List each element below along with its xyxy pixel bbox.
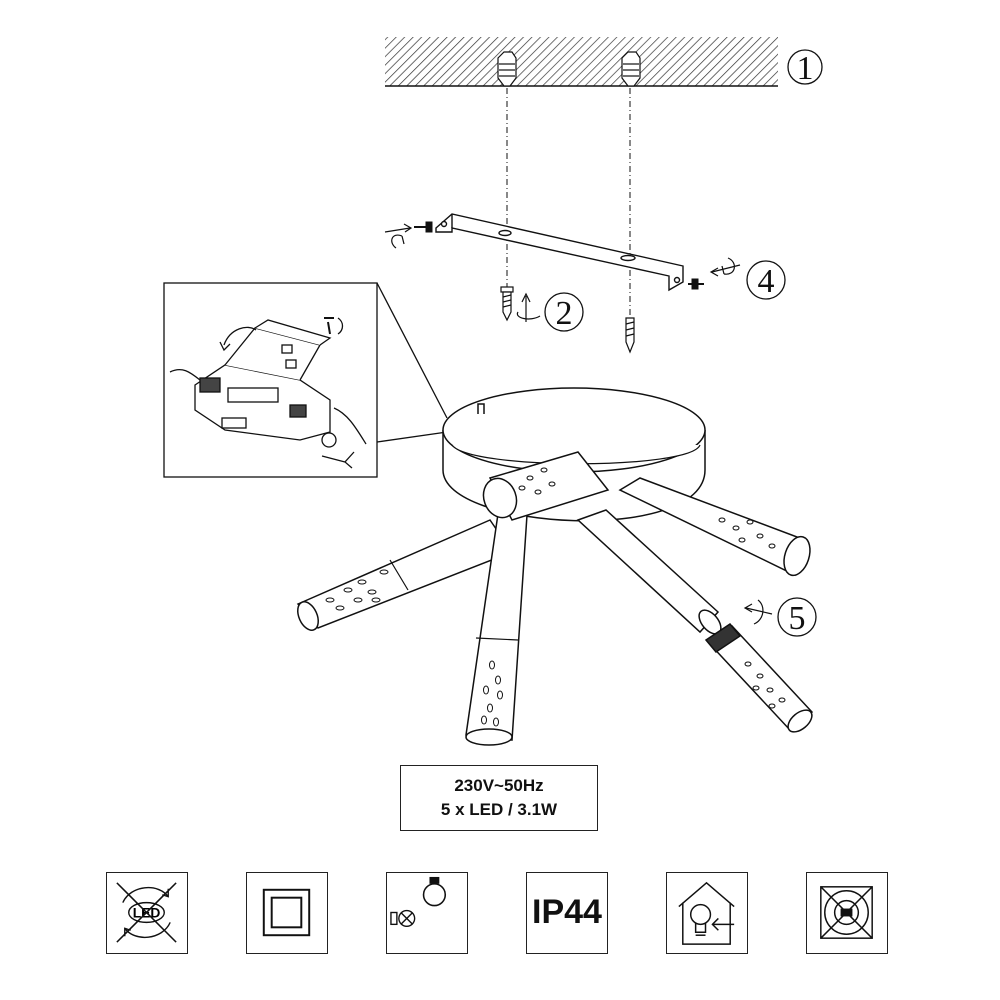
led-not-replaceable-icon: LED <box>116 882 177 943</box>
rotate-arrow-screw <box>516 292 541 322</box>
rotate-arrow-left <box>384 223 413 249</box>
protection-class-ii-icon <box>262 888 311 937</box>
mounting-bracket <box>435 213 684 292</box>
wall-plug-left <box>497 51 517 87</box>
svg-text:4: 4 <box>758 263 775 300</box>
indoor-use-icon <box>678 881 735 945</box>
ceiling <box>385 37 778 87</box>
svg-text:5: 5 <box>789 600 806 637</box>
ip-rating-label: IP44 <box>532 893 602 931</box>
no-dimmer-icon <box>806 872 888 954</box>
lamp-arm-center <box>465 499 529 746</box>
ip-rating-icon: IP44 <box>526 872 608 954</box>
ceiling-screw-left <box>500 286 514 322</box>
wiring-detail-inset <box>163 282 448 478</box>
step-2: 2 <box>544 292 584 332</box>
alignment-guides <box>506 88 631 318</box>
ceiling-screw-right <box>625 317 635 354</box>
lamp-arm-left <box>296 519 514 631</box>
svg-text:1: 1 <box>797 50 814 87</box>
spec-voltage: 230V~50Hz <box>454 776 544 795</box>
indoor-use-icon <box>666 872 748 954</box>
bracket-screw-right <box>688 278 704 290</box>
step-1: 1 <box>787 49 823 87</box>
led-not-replaceable-icon: LED <box>106 872 188 954</box>
lamp-arm-lower-right <box>576 509 722 635</box>
no-dimmer-icon <box>820 886 873 939</box>
bracket-screw-left <box>414 221 433 233</box>
rotate-arrow-right <box>709 257 741 277</box>
bulb-not-dimmable-icon <box>390 876 447 928</box>
lamp-arm-top <box>482 451 610 521</box>
step-5: 5 <box>777 597 817 637</box>
lamp-arm-right <box>618 477 811 577</box>
step-4: 4 <box>746 260 786 300</box>
protection-class-ii-icon <box>246 872 328 954</box>
spec-box: 230V~50Hz 5 x LED / 3.1W <box>400 765 598 831</box>
bulb-not-dimmable-icon <box>386 872 468 954</box>
rotate-arrow-led <box>743 599 773 625</box>
led-module <box>704 623 814 733</box>
spec-led: 5 x LED / 3.1W <box>440 800 558 819</box>
wall-plug-right <box>621 51 641 87</box>
svg-text:2: 2 <box>556 295 573 332</box>
